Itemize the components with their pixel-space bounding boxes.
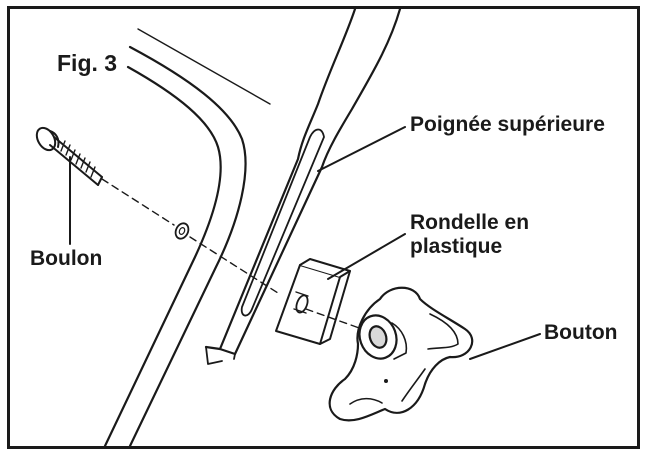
leader-poignee (317, 126, 406, 172)
assembly-illustration (35, 9, 541, 446)
label-plastic-washer: Rondelle en plastique (408, 211, 532, 259)
label-upper-handle: Poignée supérieure (408, 113, 607, 137)
knob (328, 286, 474, 422)
label-plastic-washer-line1: Rondelle en (410, 211, 530, 234)
lower-handle-tube (103, 28, 271, 446)
label-bolt: Boulon (28, 247, 105, 271)
leader-bouton (469, 333, 541, 360)
bolt (35, 126, 103, 186)
label-knob: Bouton (542, 321, 620, 345)
upper-handle (204, 9, 402, 365)
diagram-frame: Fig. 3 Poignée supérieure Rondelle en pl… (7, 6, 640, 449)
label-plastic-washer-line2: plastique (410, 235, 503, 258)
figure-title: Fig. 3 (55, 50, 120, 76)
assembly-axis (101, 178, 363, 330)
leader-rondelle (327, 233, 406, 280)
